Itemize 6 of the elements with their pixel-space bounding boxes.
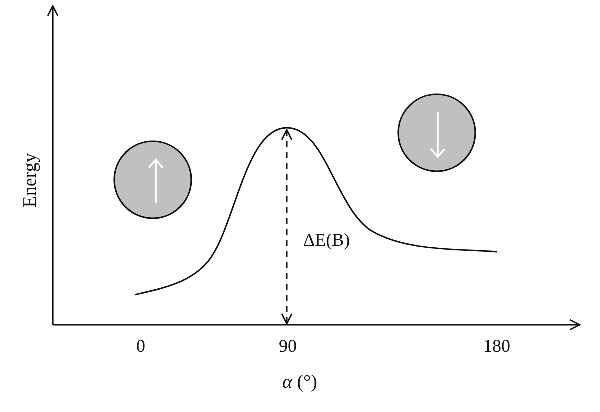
tick-label: 0: [136, 337, 146, 355]
axis-title: α (°): [282, 372, 318, 392]
tick-label: 90: [279, 337, 297, 355]
annotation-label: ΔE(B): [304, 231, 350, 249]
tick-label: 180: [484, 337, 510, 355]
axis-title: Energy: [20, 152, 40, 208]
